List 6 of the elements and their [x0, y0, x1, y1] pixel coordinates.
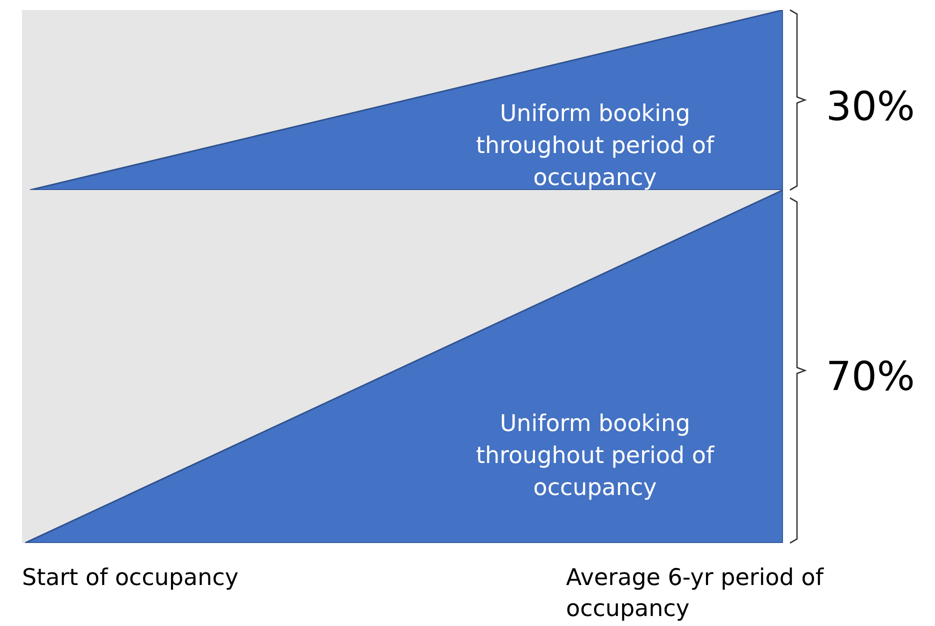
percentage-label: 70% [826, 353, 916, 402]
axis-label: Start of occupancy [22, 564, 240, 593]
area-label: Uniform booking throughout period of occupancy [474, 100, 716, 193]
axis-label: Average 6-yr period of occupancy [566, 564, 825, 624]
percentage-label: 30% [826, 83, 916, 132]
area-label: Uniform booking throughout period of occupancy [474, 410, 716, 503]
